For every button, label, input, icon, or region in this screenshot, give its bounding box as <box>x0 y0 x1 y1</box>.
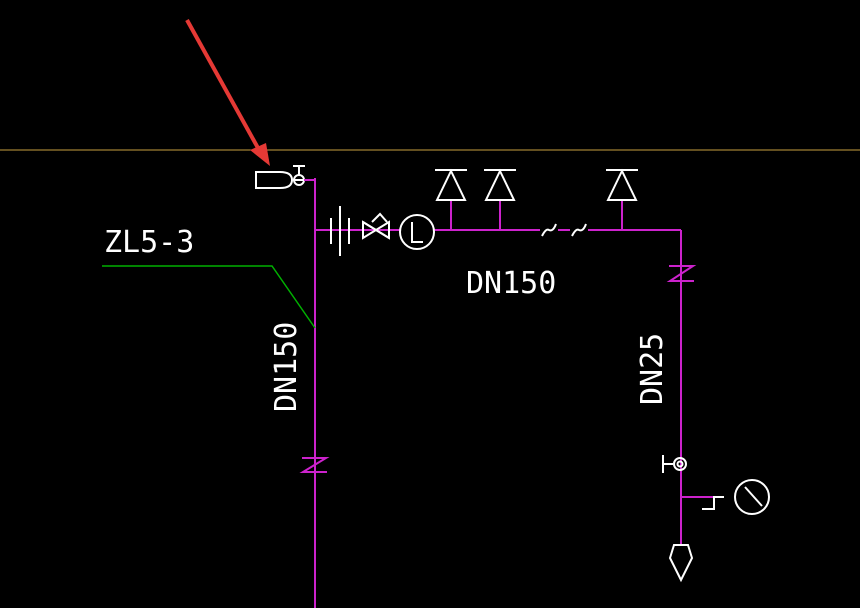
branch-size-label: DN25 <box>635 333 670 405</box>
exhaust-valve-icon <box>255 165 315 189</box>
main-riser-size-label: DN150 <box>269 322 304 412</box>
pipe-break-icon <box>299 457 330 473</box>
sprinkler-head-icon <box>606 168 638 201</box>
pipe-break-icon <box>541 223 587 237</box>
horizontal-size-label: DN150 <box>466 266 556 301</box>
riser-id-label: ZL5-3 <box>104 225 194 260</box>
label-leader-line <box>102 265 316 329</box>
pipe-break-icon <box>666 265 697 282</box>
sprinkler-head-icon <box>484 168 516 201</box>
sprinkler-head-icon <box>435 168 467 201</box>
gate-valve-icon <box>362 212 390 240</box>
pipe-union-icon <box>330 206 350 256</box>
pointer-arrow-icon <box>185 19 270 166</box>
test-valve-icon <box>662 455 687 473</box>
flow-switch-icon <box>399 214 435 250</box>
pressure-gauge-icon <box>702 479 770 515</box>
test-nozzle-icon <box>668 544 694 583</box>
